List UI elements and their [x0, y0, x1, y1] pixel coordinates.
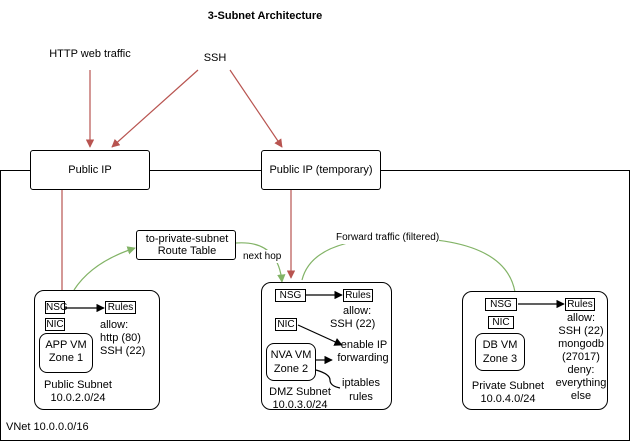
private-nsg-node: NSG — [485, 298, 517, 311]
ssh-source-label: SSH — [203, 52, 227, 64]
ssh-to-temp-public-ip-arrow — [229, 69, 283, 148]
dmz-nic-node: NIC — [275, 318, 297, 331]
private-rules-line: allow: — [566, 312, 596, 324]
ssh-to-public-ip-arrow — [111, 69, 199, 148]
private-subnet-name: Private Subnet — [471, 380, 545, 392]
app-vm-zone: Zone 1 — [48, 352, 84, 364]
private-rules-line: SSH (22) — [558, 325, 604, 337]
private-rules-line: mongodb — [558, 338, 604, 350]
dmz-rules-node: Rules — [343, 289, 373, 302]
dmz-rules-line: allow: — [343, 305, 372, 317]
public-rules-node: Rules — [105, 301, 136, 314]
private-rules-label: Rules — [567, 299, 593, 310]
private-rules-line: deny: — [567, 364, 595, 376]
dmz-subnet-cidr: 10.0.3.0/24 — [272, 399, 328, 411]
public-nic-node: NIC — [45, 318, 65, 331]
nva-to-iptables-path — [315, 369, 341, 389]
public-ip-node: Public IP — [30, 150, 150, 190]
private-subnet-cidr: 10.0.4.0/24 — [480, 393, 536, 405]
iptables-line: rules — [349, 391, 373, 403]
private-nic-label: NIC — [492, 317, 510, 328]
dmz-rules-line: SSH (22) — [330, 318, 376, 330]
public-rules-label: Rules — [107, 302, 134, 313]
public-subnet — [34, 290, 160, 410]
db-vm-zone: Zone 3 — [482, 353, 518, 365]
next-hop-label: next hop — [243, 250, 282, 263]
dmz-nsg-node: NSG — [275, 289, 306, 302]
dmz-nsg-label: NSG — [279, 290, 302, 301]
route-table-node: to-private-subnet Route Table — [136, 230, 236, 260]
dmz-rules-label: Rules — [345, 290, 371, 301]
private-rules-line: (27017) — [562, 351, 600, 363]
temporary-public-ip-label: Public IP (temporary) — [269, 163, 373, 176]
private-rules-line: else — [570, 390, 592, 402]
app-vm-name: APP VM — [45, 339, 87, 351]
temporary-public-ip-node: Public IP (temporary) — [261, 150, 381, 190]
public-nsg-node: NSG — [45, 301, 68, 314]
public-rules-line: allow: — [100, 319, 129, 331]
dmz-subnet-name: DMZ Subnet — [269, 386, 331, 398]
app-vm-node: APP VM Zone 1 — [39, 333, 93, 373]
app-to-route-table-path — [73, 246, 136, 291]
nic-to-ip-forwarding-arrow — [297, 324, 343, 346]
private-rules-line: everything — [555, 377, 607, 389]
iptables-line: iptables — [342, 377, 380, 389]
private-subnet — [462, 291, 608, 410]
route-table-type: Route Table — [157, 245, 217, 257]
public-subnet-cidr: 10.0.2.0/24 — [50, 392, 106, 404]
dmz-subnet — [261, 282, 392, 410]
db-vm-name: DB VM — [482, 339, 518, 351]
db-vm-node: DB VM Zone 3 — [475, 333, 525, 371]
private-nic-node: NIC — [488, 316, 514, 329]
diagram-title: 3-Subnet Architecture — [207, 10, 323, 22]
public-rules-line: SSH (22) — [100, 345, 146, 357]
route-table-name: to-private-subnet — [145, 233, 229, 245]
ip-forwarding-line: enable IP — [340, 339, 388, 351]
dmz-nic-label: NIC — [277, 319, 295, 330]
public-nsg-label: NSG — [46, 302, 68, 313]
nva-vm-node: NVA VM Zone 2 — [266, 343, 316, 381]
ip-forwarding-line: forwarding — [337, 352, 389, 364]
nva-vm-name: NVA VM — [270, 349, 312, 361]
public-rules-line: http (80) — [100, 332, 141, 344]
public-ip-label: Public IP — [68, 163, 112, 176]
public-nic-label: NIC — [46, 319, 64, 330]
http-source-label: HTTP web traffic — [49, 48, 131, 60]
private-rules-node: Rules — [565, 298, 595, 311]
private-nsg-label: NSG — [490, 299, 512, 310]
nva-vm-zone: Zone 2 — [273, 363, 309, 375]
public-subnet-name: Public Subnet — [44, 379, 112, 391]
forward-traffic-label: Forward traffic (filtered) — [336, 231, 440, 244]
vnet-label: VNet 10.0.0.0/16 — [6, 421, 89, 433]
